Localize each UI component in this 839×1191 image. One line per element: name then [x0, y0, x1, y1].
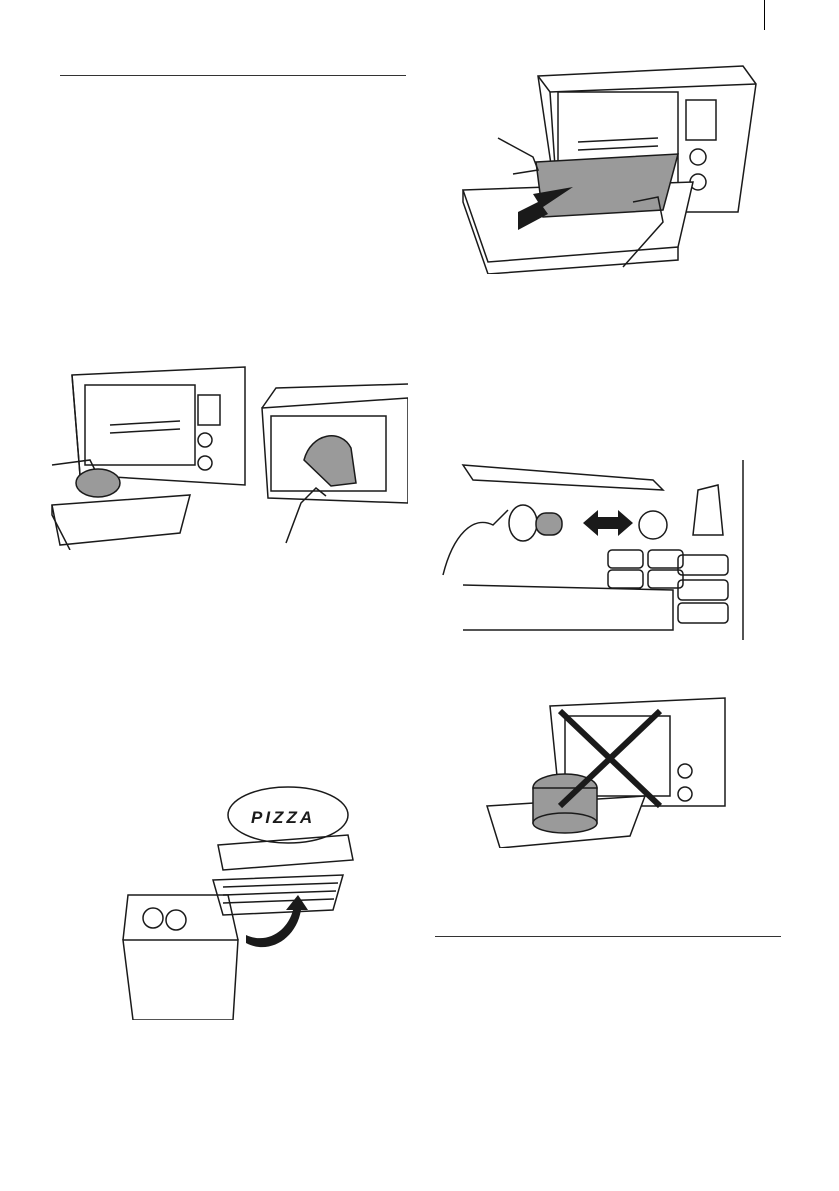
lamp-replacement-figure	[433, 455, 773, 640]
tray-removal-figure	[458, 62, 758, 274]
do-not-immerse-illustration	[485, 696, 730, 848]
crop-mark	[764, 0, 765, 30]
top-left-rule	[60, 75, 406, 76]
dishwasher-figure: PIZZA	[118, 775, 358, 1020]
oven-interior-sponge-illustration	[50, 355, 250, 550]
do-not-immerse-figure	[485, 696, 730, 848]
door-wipe-figure	[256, 378, 408, 548]
oven-lamp-replacement-illustration	[433, 455, 773, 640]
oven-tray-removal-illustration	[458, 62, 758, 274]
oven-door-cloth-illustration	[256, 378, 408, 548]
dishwasher-accessories-illustration: PIZZA	[118, 775, 358, 1020]
bottom-right-rule	[435, 936, 781, 937]
interior-wipe-figure	[50, 355, 250, 550]
pizza-label: PIZZA	[251, 808, 315, 827]
